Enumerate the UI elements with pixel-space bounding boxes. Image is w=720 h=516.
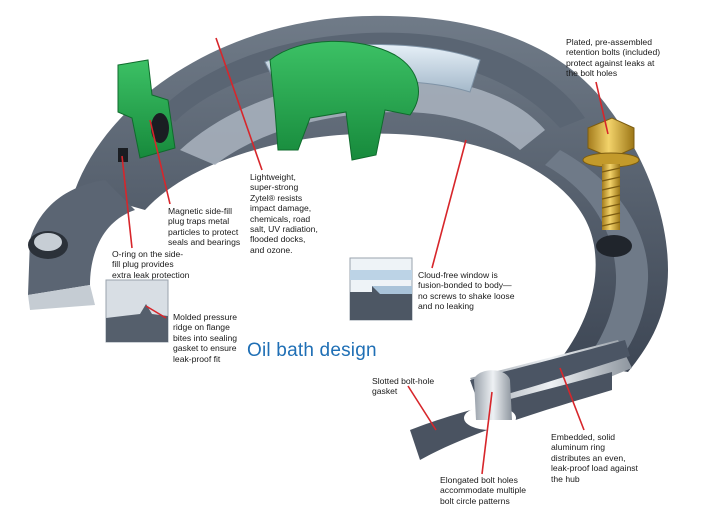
- leader-zytel: [215, 37, 263, 171]
- leader-o-ring: [121, 155, 133, 249]
- inset-pressure-ridge: [105, 279, 169, 343]
- leader-magnetic-plug: [149, 119, 171, 205]
- housing-outer-shell: [75, 15, 668, 372]
- bottom-flange: [410, 340, 632, 460]
- magnet-insert: [151, 113, 169, 143]
- housing-top-ridge: [160, 32, 585, 128]
- housing-right-flange: [545, 150, 649, 372]
- callout-zytel: Lightweight, super-strong Zytel® resists…: [250, 172, 318, 255]
- callout-o-ring: O-ring on the side- fill plug provides e…: [112, 249, 190, 280]
- callout-retention-bolts: Plated, pre-assembled retention bolts (i…: [566, 37, 661, 79]
- leader-window: [431, 139, 467, 269]
- callout-cloud-free-window: Cloud-free window is fusion-bonded to bo…: [418, 270, 515, 312]
- right-bolt-hole: [596, 235, 632, 257]
- callout-elongated-holes: Elongated bolt holes accommodate multipl…: [440, 475, 526, 506]
- leader-pressure-ridge: [145, 305, 167, 319]
- callout-magnetic-plug: Magnetic side-fill plug traps metal part…: [168, 206, 241, 248]
- inset-window-closeup: [349, 257, 413, 321]
- leader-retention-bolt: [595, 81, 609, 135]
- diagram-title: Oil bath design: [247, 340, 377, 361]
- center-fill-plug: [269, 40, 419, 161]
- magnetic-side-fill-plug: [117, 59, 176, 162]
- left-flange: [28, 180, 135, 310]
- o-ring: [118, 148, 128, 162]
- retention-bolt: [582, 117, 640, 230]
- bolt-sleeve: [474, 370, 512, 420]
- leader-elongated-holes: [481, 391, 493, 475]
- callout-pressure-ridge: Molded pressure ridge on flange bites in…: [173, 312, 238, 364]
- hub-cap-housing: [75, 15, 668, 372]
- callout-aluminum-ring: Embedded, solid aluminum ring distribute…: [551, 432, 638, 484]
- leader-lines: [121, 37, 609, 475]
- leader-aluminum-ring: [559, 367, 585, 431]
- callout-slotted-gasket: Slotted bolt-hole gasket: [372, 376, 435, 397]
- leader-slotted-gasket: [407, 385, 437, 431]
- housing-inner-cut-face: [180, 77, 545, 165]
